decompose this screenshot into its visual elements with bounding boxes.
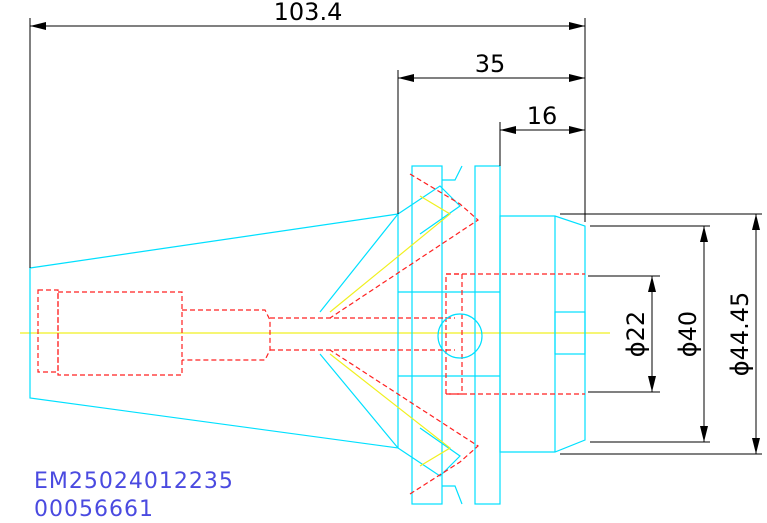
dim-dia-large-label: ϕ44.45 [726, 292, 754, 377]
dim-dia-mid [700, 226, 708, 442]
taper-outline [29, 213, 399, 449]
part-code-label: EM25024012235 [34, 469, 234, 494]
flange-outline [398, 165, 501, 505]
dim-dia-large [752, 214, 760, 454]
serial-label: 00056661 [34, 497, 154, 522]
dim-dia-small-label: ϕ22 [622, 311, 650, 357]
dim-collar-length [500, 126, 585, 134]
chevron-outlines [319, 185, 461, 477]
dim-collar-length-label: 16 [527, 102, 558, 130]
dim-total-length-label: 103.4 [274, 0, 343, 26]
dim-dia-mid-label: ϕ40 [674, 311, 702, 357]
collar-outline [499, 215, 586, 453]
dim-total-length [30, 22, 585, 30]
dimension-extension-lines [29, 18, 762, 455]
hidden-lines [37, 173, 585, 495]
dim-flange-to-end-label: 35 [475, 50, 506, 78]
yellow-inner-lines [329, 195, 452, 467]
dim-dia-small [648, 276, 656, 392]
pin-hole [437, 313, 483, 359]
dim-flange-to-end [398, 74, 585, 82]
